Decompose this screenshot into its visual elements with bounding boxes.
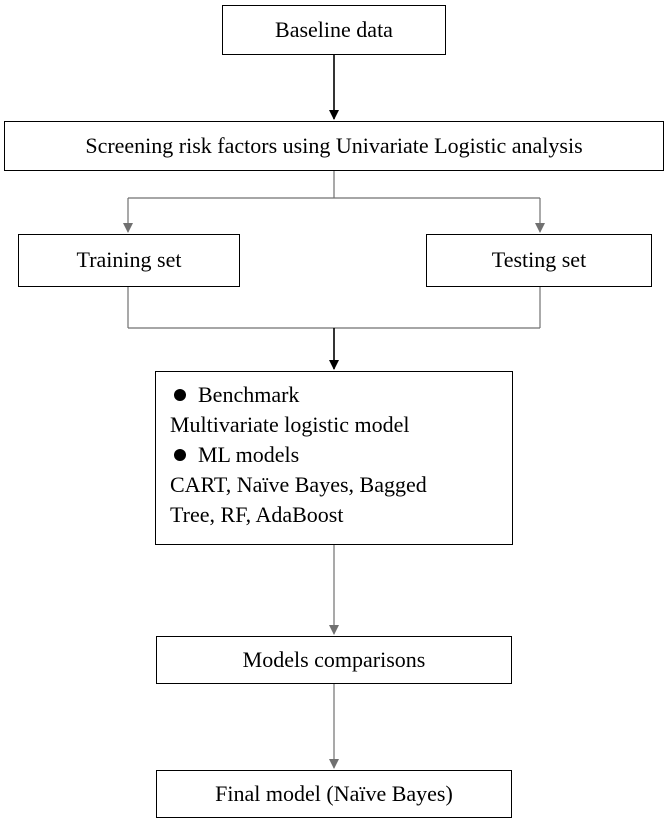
node-screening-risk-factors-label: Screening risk factors using Univariate … [85, 132, 583, 158]
models-line-list-2-text: Tree, RF, AdaBoost [170, 502, 344, 527]
models-line-benchmark: Benchmark [170, 380, 504, 410]
node-final-model: Final model (Naïve Bayes) [156, 770, 512, 818]
node-models: Benchmark Multivariate logistic model ML… [155, 371, 513, 545]
node-screening-risk-factors: Screening risk factors using Univariate … [4, 121, 664, 171]
bullet-icon [174, 389, 186, 401]
models-line-list-2: Tree, RF, AdaBoost [170, 500, 504, 530]
node-baseline-data: Baseline data [222, 5, 446, 55]
bullet-icon [174, 449, 186, 461]
node-models-comparisons-label: Models comparisons [242, 646, 426, 672]
models-line-list-1: CART, Naïve Bayes, Bagged [170, 470, 504, 500]
node-models-comparisons: Models comparisons [156, 636, 512, 684]
node-training-set-label: Training set [76, 247, 182, 273]
models-line-multivariate-text: Multivariate logistic model [170, 412, 410, 437]
models-line-ml-models-text: ML models [198, 442, 300, 467]
models-line-ml-models: ML models [170, 440, 504, 470]
models-line-benchmark-text: Benchmark [198, 382, 300, 407]
node-baseline-data-label: Baseline data [275, 16, 393, 42]
node-final-model-label: Final model (Naïve Bayes) [215, 780, 453, 806]
node-testing-set: Testing set [426, 234, 652, 287]
node-testing-set-label: Testing set [491, 247, 587, 273]
models-line-multivariate: Multivariate logistic model [170, 410, 504, 440]
node-training-set: Training set [18, 234, 240, 287]
models-line-list-1-text: CART, Naïve Bayes, Bagged [170, 472, 427, 497]
